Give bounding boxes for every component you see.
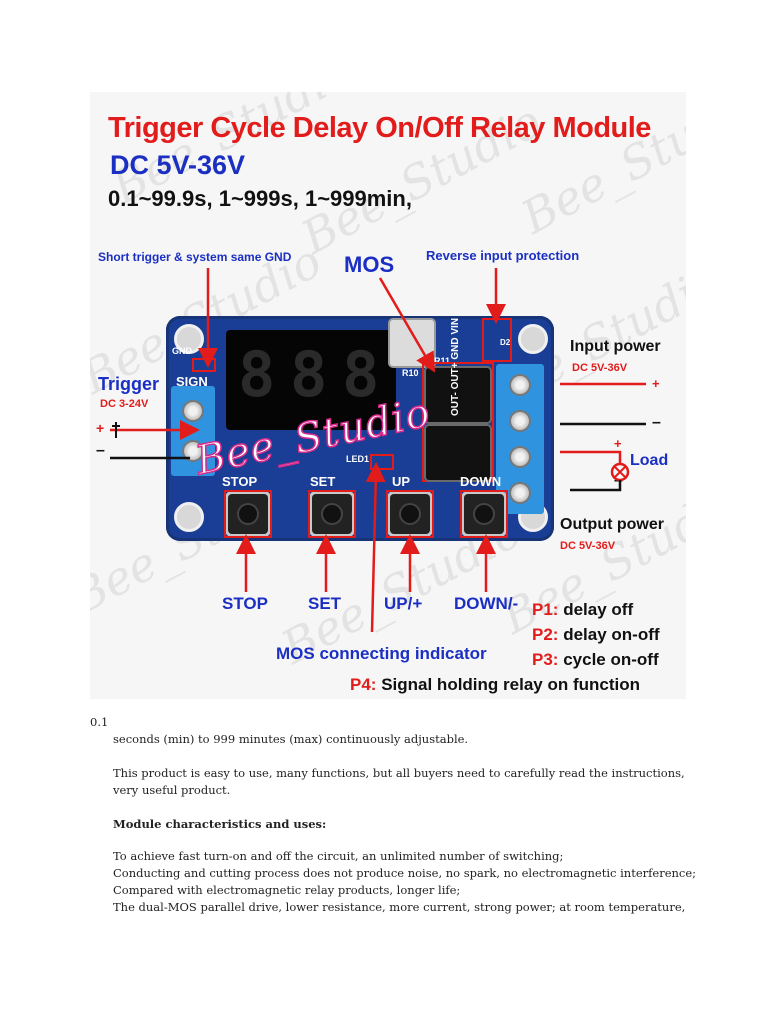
set-button[interactable] [312,494,352,534]
product-photo: Bee_Studio Bee_Studio Bee_Studio Bee_Stu… [90,92,686,699]
mounting-hole [518,324,548,354]
label-mos: MOS [344,252,395,277]
stop-button[interactable] [228,494,268,534]
label-input-voltage: DC 5V-36V [572,362,628,374]
screw-icon [509,446,531,468]
led-display: 8 8 8 [226,330,396,430]
mode-text: Signal holding relay on function [381,675,640,694]
list-item: The dual-MOS parallel drive, lower resis… [113,900,686,914]
mode-p2: P2: delay on-off [532,625,660,645]
mode-text: delay off [563,600,634,619]
silk-set: SET [310,474,336,489]
silk-down: DOWN [460,474,502,489]
power-terminal [496,364,544,514]
silk-up: UP [392,474,411,489]
mode-p1: P1: delay off [532,600,633,620]
trigger-plus: + [96,420,105,436]
feature-list: To achieve fast turn-on and off the circ… [113,848,713,916]
screw-icon [509,410,531,432]
list-item: To achieve fast turn-on and off the circ… [113,849,564,863]
down-button[interactable] [464,494,504,534]
label-trigger: Trigger [98,374,160,394]
mode-p4: P4: Signal holding relay on function [350,675,640,695]
relay-board: GND SIGN 8 8 8 R10 R11 D2 OUT- OUT+ GND … [166,316,554,541]
display-digit: 8 [238,338,276,411]
annotation-arrows [110,268,646,633]
paragraph-range: seconds (min) to 999 minutes (max) conti… [113,732,469,746]
label-short-trigger: Short trigger & system same GND [98,250,292,264]
label-reverse-protection: Reverse input protection [426,248,580,263]
mode-key: P2: [532,625,559,644]
product-title: Trigger Cycle Delay On/Off Relay Module [108,112,651,144]
up-button[interactable] [390,494,430,534]
label-down: DOWN/- [454,594,519,613]
label-output-power: Output power [560,516,664,533]
list-item: Conducting and cutting process does not … [113,866,697,880]
silk-r11: R11 [434,356,451,366]
display-digit: 8 [290,338,328,411]
trigger-minus: – [96,442,105,459]
section-heading: Module characteristics and uses: [113,817,327,831]
silk-sign: SIGN [176,374,208,389]
mode-key: P1: [532,600,559,619]
label-trigger-voltage: DC 3-24V [100,398,149,410]
screw-icon [182,440,204,462]
voltage-range: DC 5V-36V [110,150,246,180]
mode-p3: P3: cycle on-off [532,650,659,670]
mode-key: P3: [532,650,559,669]
label-up: UP/+ [384,594,423,613]
paragraph-intro: This product is easy to use, many functi… [113,766,685,797]
label-set: SET [308,594,342,613]
list-item: Compared with electromagnetic relay prod… [113,883,461,897]
label-output-voltage: DC 5V-36V [560,540,616,552]
silk-led1: LED1 [346,454,370,464]
silk-r10: R10 [402,368,419,378]
mode-text: cycle on-off [563,650,659,669]
mos-transistor [426,426,490,480]
mode-text: delay on-off [563,625,660,644]
silk-d2: D2 [500,338,511,347]
load-plus: + [614,436,622,451]
screw-icon [509,482,531,504]
mos-box [422,362,494,482]
label-stop: STOP [222,594,268,613]
mode-key: P4: [350,675,377,694]
display-digit: 8 [342,338,380,411]
time-ranges: 0.1~99.9s, 1~999s, 1~999min, [108,186,412,211]
label-mos-indicator: MOS connecting indicator [276,644,487,663]
label-input-power: Input power [570,338,661,355]
input-plus: + [652,376,660,391]
label-load: Load [630,452,669,469]
screw-icon [509,374,531,396]
mos-transistor [426,368,490,422]
silk-gnd: GND [172,346,192,356]
range-marker: 0.1 [90,715,109,729]
silk-stop: STOP [222,474,258,489]
input-minus: – [652,414,661,431]
mounting-hole [174,502,204,532]
